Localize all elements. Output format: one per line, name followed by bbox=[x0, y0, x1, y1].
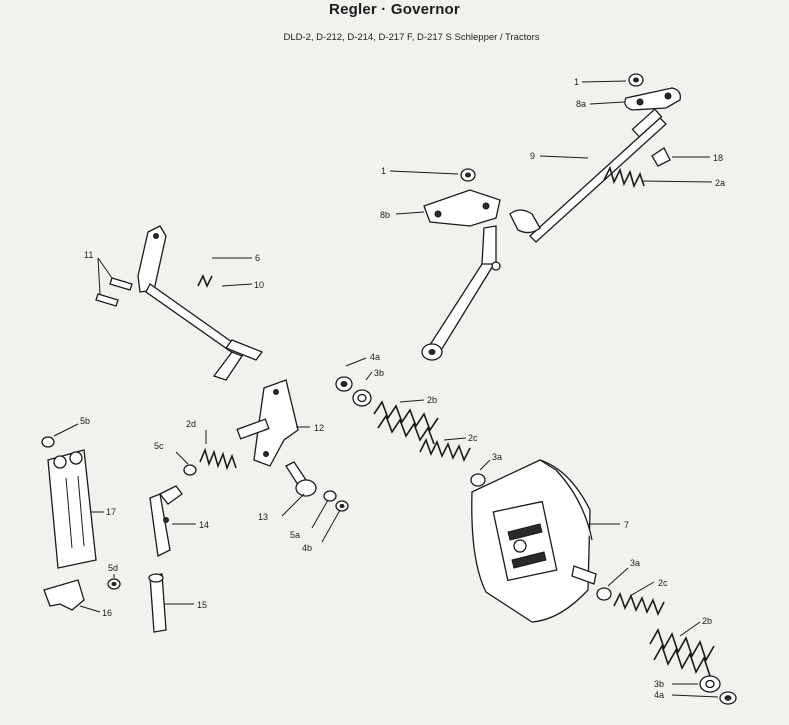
part-cap-3b-mid bbox=[352, 389, 372, 407]
callout-14: 14 bbox=[199, 520, 209, 530]
callout-2d: 2d bbox=[186, 419, 196, 429]
part-nut-4a-low bbox=[719, 691, 737, 705]
callout-5a: 5a bbox=[290, 530, 300, 540]
callout-2b-low: 2b bbox=[702, 616, 712, 626]
callout-17: 17 bbox=[106, 507, 116, 517]
part-housing-7 bbox=[471, 459, 597, 623]
callout-2b-mid: 2b bbox=[427, 395, 437, 405]
leader-lines bbox=[53, 80, 719, 698]
part-spring-2d bbox=[199, 447, 237, 471]
part-cap-3b-low bbox=[699, 675, 721, 693]
callout-4a-low: 4a bbox=[654, 690, 664, 700]
callout-2c-mid: 2c bbox=[468, 433, 478, 443]
part-nut-4a-mid bbox=[335, 376, 353, 392]
callout-2c-low: 2c bbox=[658, 578, 668, 588]
part-spring-2b-mid bbox=[373, 400, 439, 445]
part-clip-18 bbox=[651, 147, 671, 167]
callout-5c: 5c bbox=[154, 441, 164, 451]
callout-1-mid: 1 bbox=[381, 166, 386, 176]
part-pins-11 bbox=[95, 277, 133, 307]
part-spring-2a-top bbox=[603, 165, 645, 189]
part-nut-1-mid bbox=[460, 168, 476, 182]
part-spring-2b-low bbox=[649, 628, 715, 677]
callout-12: 12 bbox=[314, 423, 324, 433]
callout-5d: 5d bbox=[108, 563, 118, 573]
part-pin-13 bbox=[285, 461, 317, 497]
callout-16: 16 bbox=[102, 608, 112, 618]
callout-8b: 8b bbox=[380, 210, 390, 220]
callout-4a-mid: 4a bbox=[370, 352, 380, 362]
callout-3a-mid: 3a bbox=[492, 452, 502, 462]
part-shaft-10 bbox=[137, 225, 264, 381]
part-ring-3a-mid bbox=[470, 473, 486, 487]
part-washer-5c bbox=[183, 464, 197, 476]
callout-13: 13 bbox=[258, 512, 268, 522]
part-nut-4b bbox=[335, 500, 349, 512]
part-ring-3a-low bbox=[596, 587, 612, 601]
callout-7: 7 bbox=[624, 520, 629, 530]
callout-2a-top: 2a bbox=[715, 178, 725, 188]
part-spring-2c-mid bbox=[419, 437, 471, 463]
callout-4b: 4b bbox=[302, 543, 312, 553]
callout-10: 10 bbox=[254, 280, 264, 290]
callout-18: 18 bbox=[713, 153, 723, 163]
part-lever-14 bbox=[149, 485, 183, 557]
part-spring-6 bbox=[197, 274, 213, 288]
part-rod-9 bbox=[509, 108, 667, 243]
part-fork-16 bbox=[43, 579, 85, 611]
callout-9: 9 bbox=[530, 151, 535, 161]
part-lever-8b bbox=[423, 189, 501, 227]
callout-15: 15 bbox=[197, 600, 207, 610]
part-lever-8a bbox=[624, 87, 681, 111]
page-title: Regler · Governor bbox=[329, 1, 460, 18]
callout-1-top: 1 bbox=[574, 77, 579, 87]
part-lever-15 bbox=[148, 573, 167, 633]
part-nut-5d bbox=[107, 578, 121, 590]
part-nut-1-top bbox=[628, 73, 644, 87]
callout-3b-mid: 3b bbox=[374, 368, 384, 378]
part-lever-17 bbox=[47, 449, 97, 569]
callout-11: 11 bbox=[84, 250, 93, 260]
part-link-arm bbox=[421, 225, 501, 361]
part-washer-5b bbox=[41, 436, 55, 448]
part-washer-5a bbox=[323, 490, 337, 502]
callout-3b-low: 3b bbox=[654, 679, 664, 689]
callout-8a: 8a bbox=[576, 99, 586, 109]
callout-3a-low: 3a bbox=[630, 558, 640, 568]
callout-5b: 5b bbox=[80, 416, 90, 426]
callout-6: 6 bbox=[255, 253, 260, 263]
part-spring-2c-low bbox=[613, 591, 665, 617]
page-subtitle: DLD-2, D-212, D-214, D-217 F, D-217 S Sc… bbox=[283, 32, 540, 43]
part-bracket-12 bbox=[236, 379, 299, 467]
